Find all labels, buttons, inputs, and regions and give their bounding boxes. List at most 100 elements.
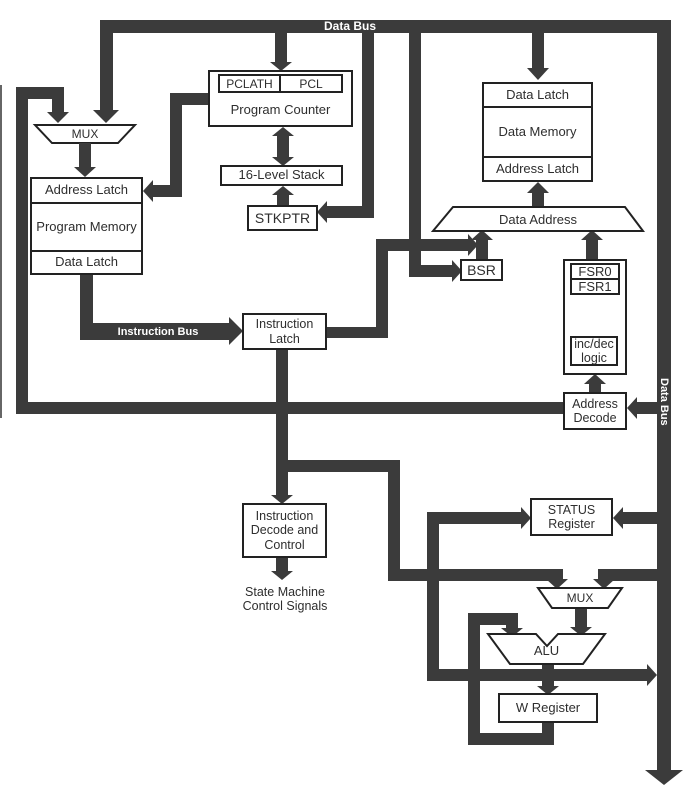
incdec-box: inc/dec logic — [570, 336, 618, 366]
bus-line — [376, 239, 388, 338]
data-bus-bottom-arrow — [645, 770, 683, 785]
data-bus-top-bar — [100, 20, 671, 33]
instruction-latch-line2: Latch — [269, 331, 300, 346]
fsr-to-dataaddress-arrow — [581, 230, 603, 240]
state-machine-line1: State Machine — [245, 585, 325, 599]
stack-box: 16-Level Stack — [220, 165, 343, 186]
instruction-bus-text: Instruction Bus — [117, 325, 199, 338]
data-memory-box: Data Latch Data Memory Address Latch — [482, 82, 593, 182]
fsr1-box: FSR1 — [570, 278, 620, 295]
bus-line — [79, 143, 91, 168]
instruction-latch-box: Instruction Latch — [242, 313, 327, 350]
bus-line — [153, 185, 182, 197]
bus-line — [532, 193, 544, 207]
addressdecode-input-arrow — [627, 397, 637, 419]
mux-alu-text: MUX — [566, 591, 594, 605]
instruction-decode-line3: Control — [264, 537, 305, 552]
state-machine-arrow — [271, 571, 293, 580]
bus-line — [277, 134, 289, 159]
bus-line — [586, 240, 598, 260]
bus-line — [327, 206, 374, 218]
bus-line — [468, 733, 554, 745]
data-memory-label: Data Memory — [498, 123, 577, 139]
address-decode-box: Address Decode — [563, 392, 627, 430]
data-address-label: Data Address — [433, 208, 643, 230]
address-decode-line1: Address — [572, 396, 618, 411]
bus-line — [575, 608, 587, 629]
data-memory-row: Data Memory — [484, 108, 591, 156]
crop-artifact-line — [0, 85, 2, 418]
bsr-input-arrow — [452, 260, 462, 282]
stack-label: 16-Level Stack — [238, 167, 325, 183]
bus-line — [16, 87, 28, 414]
result-to-databus-arrow — [647, 664, 657, 686]
data-address-text: Data Address — [498, 211, 578, 227]
alumux-left-input-arrow — [546, 579, 568, 589]
instruction-latch-input-arrow — [229, 317, 243, 345]
bus-line — [636, 402, 657, 414]
bus-line — [589, 383, 601, 392]
alu-label: ALU — [488, 641, 605, 659]
bus-line — [388, 569, 563, 581]
bus-line — [52, 99, 64, 113]
bus-line — [16, 87, 64, 99]
bsr-to-dataaddress-arrow — [471, 230, 493, 240]
bus-line — [598, 569, 657, 581]
bus-line — [427, 512, 521, 524]
bus-line — [100, 33, 113, 112]
address-decode-line2: Decode — [573, 411, 617, 425]
status-line2: Register — [548, 517, 595, 531]
stkptr-to-stack-arrow — [272, 186, 294, 195]
data-datalatch-label: Data Latch — [506, 86, 569, 102]
stkptr-box: STKPTR — [247, 205, 318, 231]
pclath-box: PCLATH — [218, 74, 281, 93]
data-bus-right-bar — [657, 20, 671, 770]
mux-to-addresslatch-arrow — [74, 167, 96, 177]
mux-program-text: MUX — [71, 127, 99, 141]
bus-line — [476, 240, 488, 260]
prog-datalatch-row: Data Latch — [32, 250, 141, 273]
mux-left-input-arrow — [47, 112, 69, 123]
w-register-label: W Register — [515, 699, 581, 715]
data-addresslatch-label: Address Latch — [495, 160, 580, 176]
prog-addresslatch-label: Address Latch — [44, 182, 129, 198]
program-counter-label: Program Counter — [230, 102, 331, 118]
fsr1-label: FSR1 — [578, 279, 612, 294]
data-bus-right-label: Data Bus — [657, 374, 671, 430]
pcl-box: PCL — [279, 74, 343, 93]
mux-databus-arrow — [93, 110, 119, 123]
bus-line — [427, 513, 439, 681]
dataaddress-to-addresslatch-arrow — [527, 182, 549, 193]
prog-datalatch-label: Data Latch — [55, 254, 118, 270]
bus-line — [542, 664, 554, 687]
addressdecode-to-incdec-arrow — [584, 374, 606, 384]
mux-alu-label: MUX — [538, 588, 622, 608]
pc-stack-down-arrow — [272, 157, 294, 166]
incdec-label-line1: inc/dec — [574, 336, 614, 351]
program-memory-box: Address Latch Program Memory Data Latch — [30, 177, 143, 275]
instrdecode-input-arrow — [271, 495, 293, 504]
data-bus-right-text: Data Bus — [658, 378, 670, 426]
data-addresslatch-row: Address Latch — [484, 156, 591, 180]
data-address-feed-arrow — [468, 234, 478, 256]
bus-line — [409, 33, 421, 277]
data-bus-top-text: Data Bus — [323, 19, 376, 33]
bus-line — [468, 613, 480, 745]
pc-input-arrow — [270, 62, 292, 71]
instruction-decode-box: Instruction Decode and Control — [242, 503, 327, 558]
instruction-decode-line1: Instruction — [255, 508, 314, 523]
stkptr-input-arrow — [317, 201, 327, 223]
bus-line — [623, 512, 657, 524]
bus-line — [327, 327, 388, 338]
status-register-box: STATUS Register — [530, 498, 613, 536]
pc-stack-up-arrow — [272, 127, 294, 136]
bus-line — [277, 194, 289, 205]
instruction-bus-bar — [80, 323, 231, 340]
alumux-to-alu-arrow — [570, 627, 592, 636]
instruction-decode-line2: Decode and — [250, 523, 319, 538]
bus-line — [388, 460, 400, 581]
bus-line — [362, 33, 374, 218]
bus-line — [275, 33, 287, 63]
alumux-right-input-arrow — [593, 579, 615, 589]
